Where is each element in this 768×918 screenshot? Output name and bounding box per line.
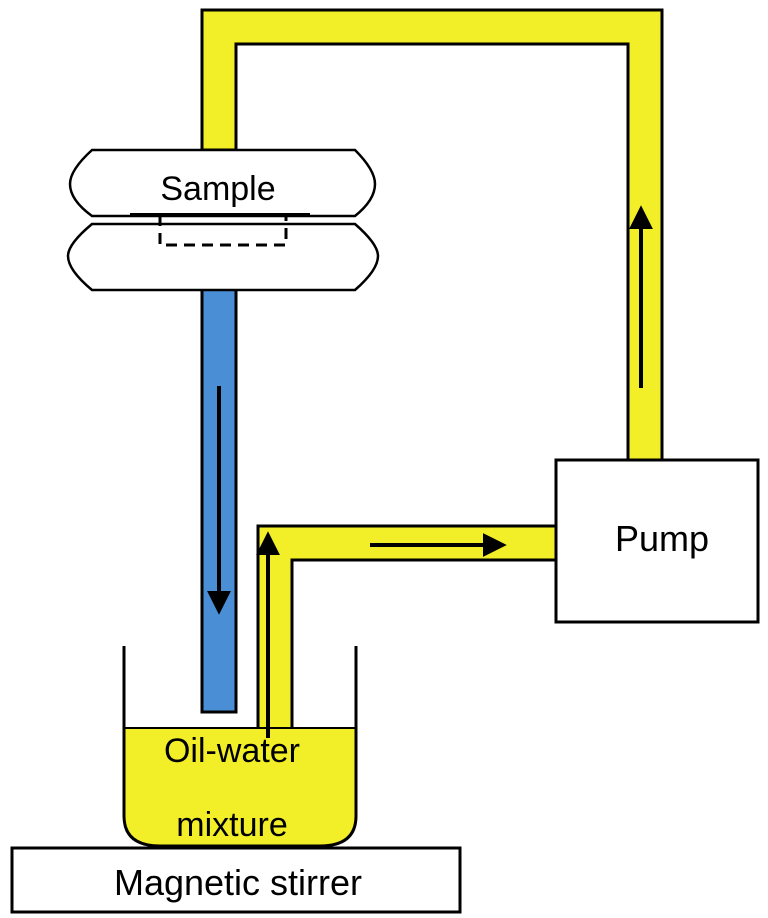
pump-box — [554, 458, 760, 624]
sample-holder: Sample — [66, 148, 380, 292]
pump-label: Pump — [615, 518, 709, 559]
beaker — [122, 646, 358, 848]
mixture-label-line2: mixture — [176, 806, 287, 844]
intake-tube — [256, 524, 558, 764]
mixture-label-line1: Oil-water — [164, 732, 300, 770]
magnetic-stirrer — [10, 846, 462, 914]
stirrer-label: Magnetic stirrer — [114, 862, 362, 903]
lower-plate — [66, 222, 380, 292]
upper-plate — [68, 148, 377, 218]
oil-water-liquid — [124, 728, 356, 846]
sample-recess — [158, 215, 288, 247]
sample-label: Sample — [160, 170, 275, 208]
